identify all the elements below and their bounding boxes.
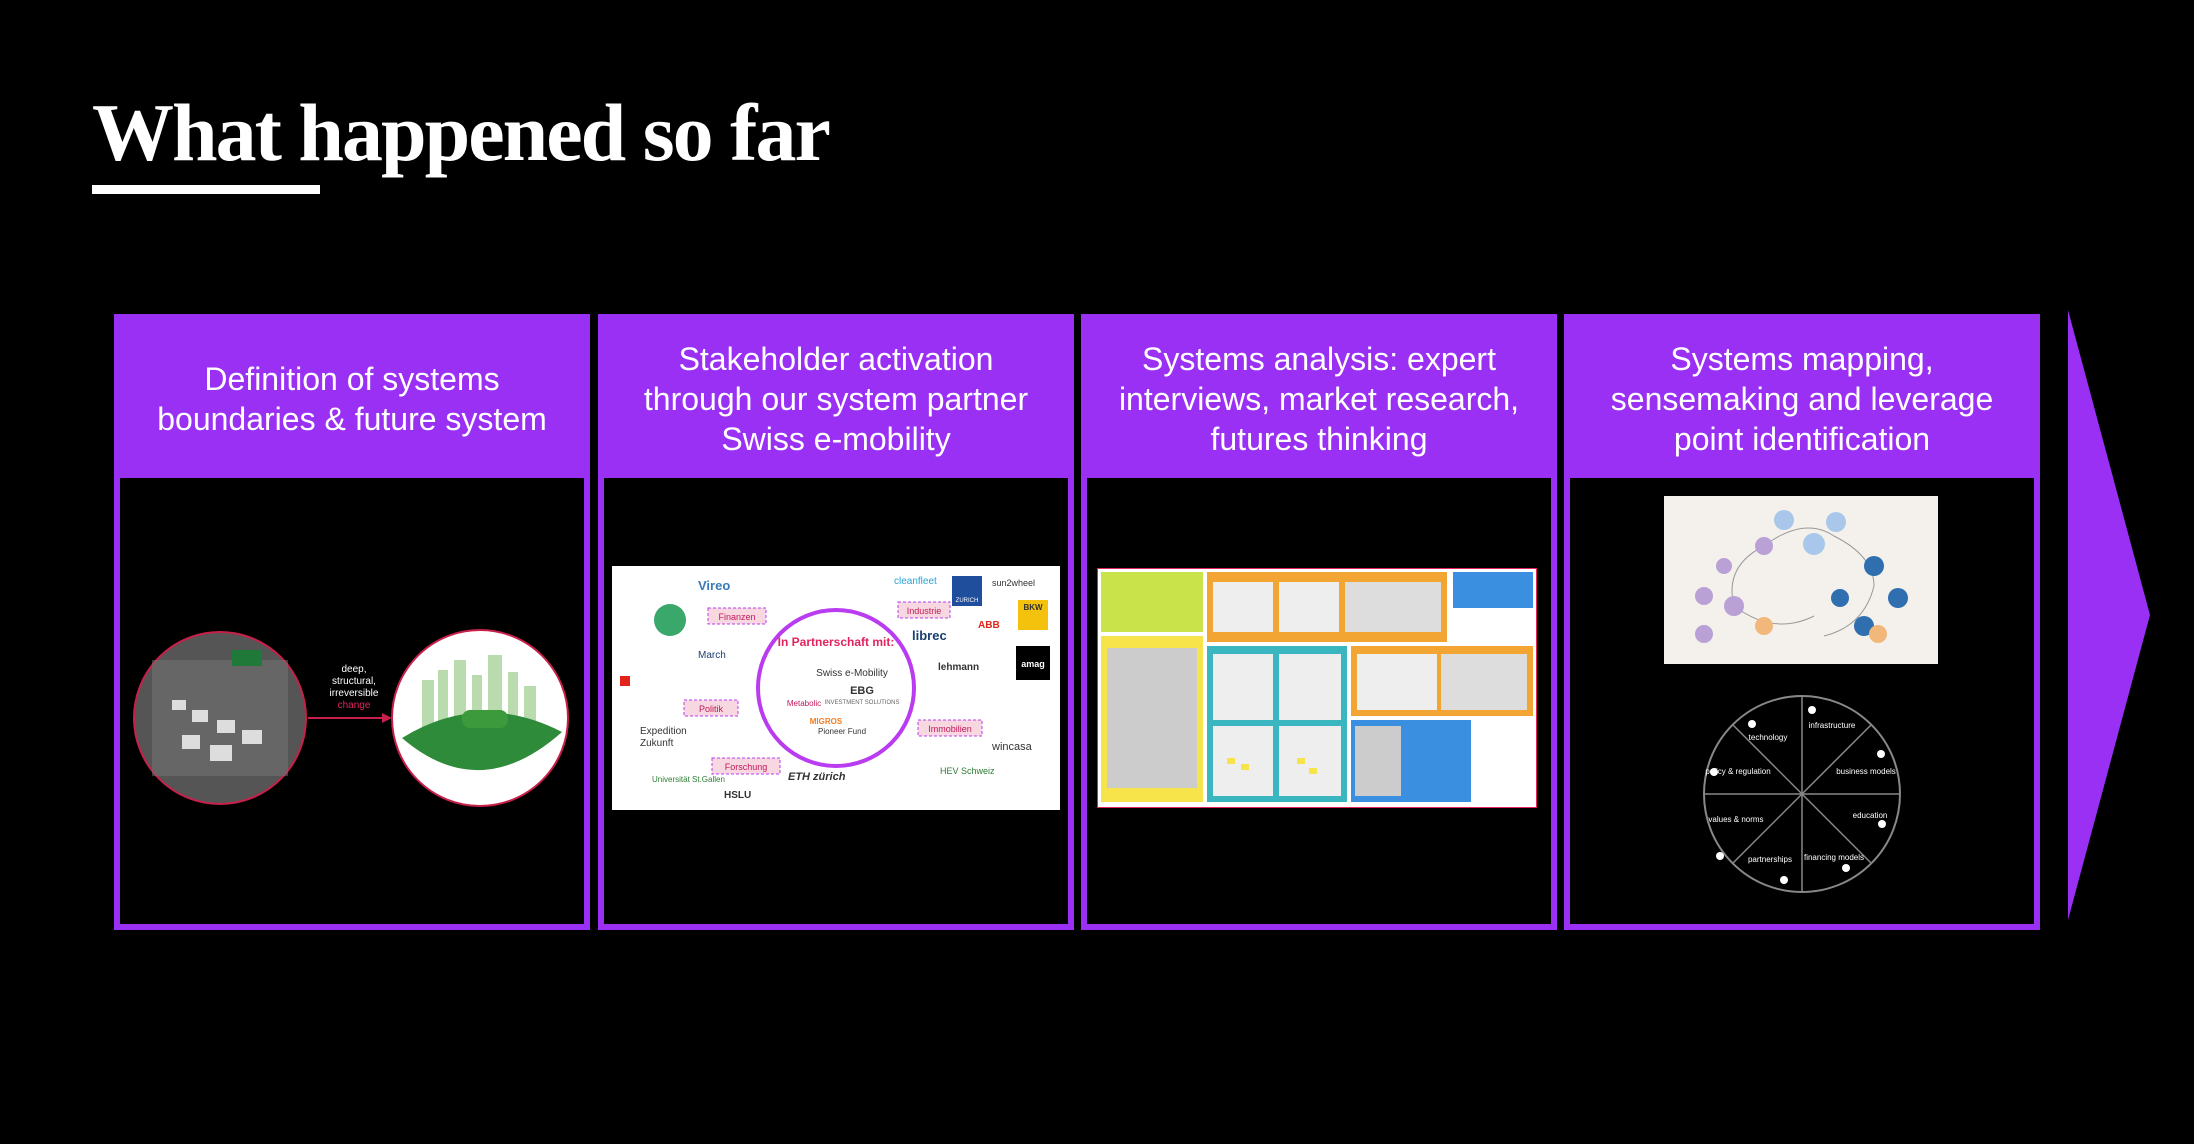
step-4-header: Systems mapping, sensemaking and leverag… (1570, 320, 2034, 478)
svg-text:Finanzen: Finanzen (718, 612, 755, 622)
logo-vireo: Vireo (698, 578, 730, 593)
step-2-heading: Stakeholder activation through our syste… (643, 341, 1029, 457)
logo-abb: ABB (978, 620, 1000, 631)
logo-hsg: Universität St.Gallen (652, 775, 725, 784)
tag-politik: Politik (683, 699, 739, 717)
wheel-segment-values-norms: values & norms (1708, 815, 1763, 824)
stakeholder-partner-map: In Partnerschaft mit: Swiss e-Mobility E… (612, 566, 1060, 810)
research-board-screenshot (1097, 568, 1537, 808)
logo-zukunft: Zukunft (640, 738, 674, 749)
logo-librec: librec (912, 628, 947, 643)
page-title: What happened so far (92, 87, 831, 178)
logo-ebg-sub: INVESTMENT SOLUTIONS (825, 700, 900, 706)
step-card-1: Definition of systems boundaries & futur… (114, 314, 590, 930)
logo-sun2wheel: sun2wheel (992, 578, 1035, 588)
system-map-diagram (1664, 496, 1938, 664)
logo-cleanfleet: cleanfleet (894, 576, 937, 587)
step-1-heading: Definition of systems boundaries & futur… (157, 361, 547, 437)
step-card-4: Systems mapping, sensemaking and leverag… (1564, 314, 2040, 930)
step-card-2: Stakeholder activation through our syste… (598, 314, 1074, 930)
partner-circle-label: In Partnerschaft mit: (778, 635, 895, 649)
step-card-3: Systems analysis: expert interviews, mar… (1081, 314, 1557, 930)
logo-lehmann: lehmann (938, 662, 979, 673)
logo-pioneer-fund: Pioneer Fund (818, 727, 866, 736)
caption-line-1: deep, (341, 664, 366, 675)
step-3-header: Systems analysis: expert interviews, mar… (1087, 320, 1551, 478)
logo-zurich: ZURICH (956, 598, 979, 604)
wheel-segment-financing-models: financing models (1804, 853, 1864, 862)
wheel-segment-partnerships: partnerships (1748, 855, 1792, 864)
wheel-segment-infrastructure: infrastructure (1809, 721, 1856, 730)
logo-swiss-emobility: Swiss e-Mobility (816, 668, 888, 679)
caption-line-3: irreversible (330, 688, 379, 699)
tag-finanzen: Finanzen (707, 607, 767, 625)
logo-hev-schweiz: HEV Schweiz (940, 766, 995, 776)
wheel-segment-technology: technology (1749, 733, 1788, 742)
step-1-header: Definition of systems boundaries & futur… (120, 320, 584, 478)
tag-forschung: Forschung (711, 757, 781, 775)
wheel-segment-education: education (1853, 811, 1888, 820)
logo-wincasa: wincasa (991, 741, 1033, 753)
caption-highlight: change (338, 700, 371, 711)
title-underline (92, 185, 320, 194)
step-2-header: Stakeholder activation through our syste… (604, 320, 1068, 478)
svg-text:Forschung: Forschung (725, 762, 768, 772)
logo-expedition: Expedition (640, 726, 687, 737)
system-change-illustration: deep, structural, irreversible change (133, 629, 569, 807)
svg-text:Industrie: Industrie (907, 606, 942, 616)
logo-metabolic: Metabolic (787, 699, 821, 708)
step-3-heading: Systems analysis: expert interviews, mar… (1118, 341, 1520, 457)
tag-immobilien: Immobilien (917, 719, 983, 737)
process-arrow-icon (2068, 310, 2150, 920)
caption-line-2: structural, (332, 676, 376, 687)
logo-bkw: BKW (1023, 603, 1043, 612)
tag-industrie: Industrie (897, 601, 951, 619)
logo-amag: amag (1021, 659, 1045, 669)
logo-eth: ETH zürich (788, 771, 846, 783)
logo-ebg: EBG (850, 685, 874, 697)
leverage-wheel: technology infrastructure business model… (1703, 695, 1901, 893)
svg-text:Politik: Politik (699, 704, 724, 714)
partner-circle (756, 608, 916, 768)
wheel-segment-policy-regulation: policy & regulation (1705, 767, 1770, 776)
step-4-heading: Systems mapping, sensemaking and leverag… (1610, 341, 1994, 457)
wheel-segment-business-models: business models (1836, 767, 1896, 776)
svg-text:Immobilien: Immobilien (928, 724, 972, 734)
logo-march: March (698, 650, 726, 661)
logo-migros: MIGROS (810, 717, 843, 726)
logo-hslu: HSLU (724, 790, 751, 801)
